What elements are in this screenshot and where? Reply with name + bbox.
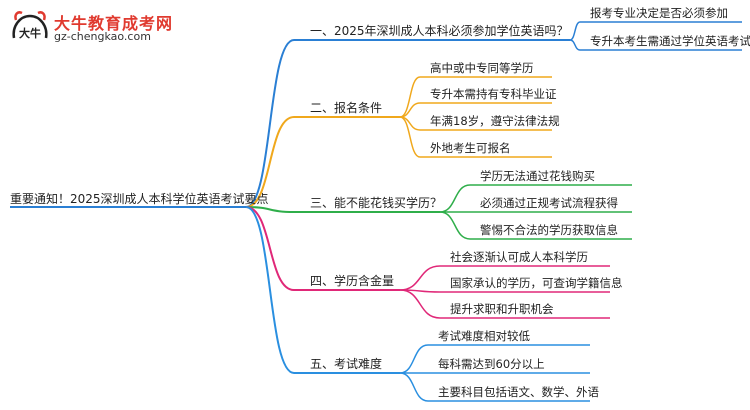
logo-url: gz-chengkao.com: [54, 30, 151, 43]
branch-label: 四、学历含金量: [310, 273, 394, 288]
leaf-label: 国家承认的学历，可查询学籍信息: [450, 276, 623, 290]
leaf-label: 高中或中专同等学历: [430, 61, 534, 75]
branch-label: 二、报名条件: [310, 100, 382, 115]
leaf-connector: [399, 76, 421, 118]
logo-bull-icon: 大牛: [12, 11, 48, 40]
leaf-label: 学历无法通过花钱购买: [480, 169, 595, 183]
leaf-connector: [439, 211, 471, 240]
logo-title: 大牛教育成考网: [54, 14, 174, 33]
leaf-label: 报考专业决定是否必须参加: [590, 6, 728, 20]
leaf-connector: [399, 289, 441, 319]
leaf-label: 必须通过正规考试流程获得: [480, 196, 618, 210]
leaf-connector: [569, 39, 581, 51]
branch-label: 一、2025年深圳成人本科必须参加学位英语吗？: [310, 23, 569, 38]
branch-label: 三、能不能花钱买学历？: [310, 195, 442, 210]
leaf-label: 年满18岁，遵守法律法规: [430, 114, 560, 128]
leaf-connector: [439, 184, 471, 213]
leaf-label: 专升本需持有专科毕业证: [430, 87, 557, 101]
branch-label: 五、考试难度: [310, 356, 382, 371]
leaf-label: 专升本考生需通过学位英语考试: [590, 34, 750, 48]
branch-connector: [245, 39, 295, 208]
leaf-label: 主要科目包括语文、数学、外语: [438, 385, 599, 399]
branch-connector: [245, 206, 295, 291]
leaf-connector: [399, 116, 421, 158]
connectors: [10, 21, 742, 402]
leaf-connector: [399, 344, 429, 374]
logo-mark-text: 大牛: [19, 26, 41, 40]
leaf-label: 警惕不合法的学历获取信息: [480, 223, 618, 237]
leaf-connector: [399, 372, 429, 402]
leaf-label: 考试难度相对较低: [438, 329, 530, 343]
leaf-connector: [399, 265, 441, 291]
branch-connector: [245, 206, 295, 374]
branch-connector: [245, 116, 295, 208]
root-topic: 重要通知！2025深圳成人本科学位英语考试要点: [10, 191, 269, 206]
branch-connector: [245, 206, 295, 213]
labels: 重要通知！2025深圳成人本科学位英语考试要点 一、2025年深圳成人本科必须参…: [10, 6, 750, 399]
leaf-label: 外地考生可报名: [430, 141, 511, 155]
logo: 大牛 大牛教育成考网 gz-chengkao.com: [8, 8, 208, 48]
leaf-label: 提升求职和升职机会: [450, 302, 554, 316]
leaf-label: 每科需达到60分以上: [438, 357, 545, 371]
leaf-label: 社会逐渐认可成人本科学历: [450, 250, 588, 264]
leaf-connector: [569, 21, 581, 41]
